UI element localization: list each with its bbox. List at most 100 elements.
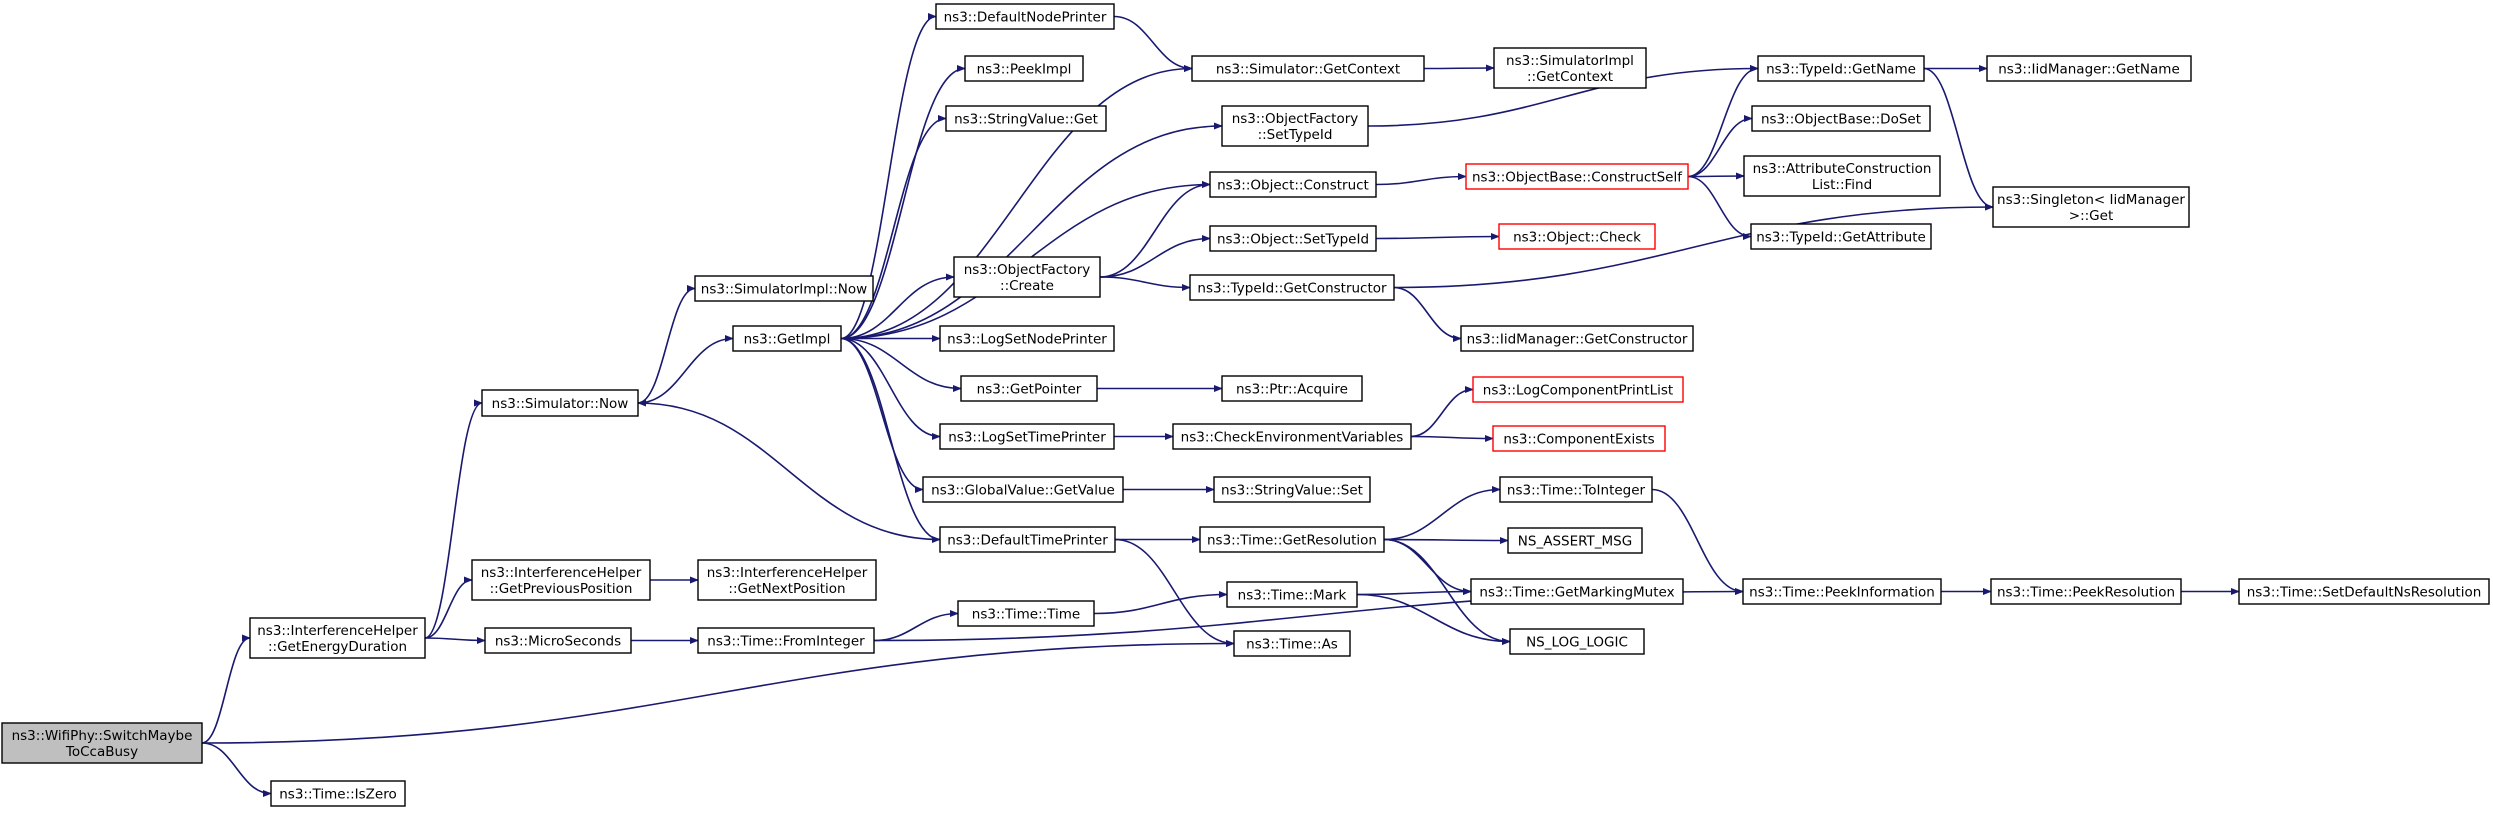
node-label: ns3::Object::Check (1513, 230, 1641, 246)
node-obj-fact-create[interactable]: ns3::ObjectFactory::Create (953, 256, 1101, 298)
node-box (1199, 526, 1385, 553)
edge-getImpl-to-simGetContext (840, 64, 1193, 340)
node-str-val-set[interactable]: ns3::StringValue::Set (1213, 476, 1371, 503)
node-obj-base-construct-self[interactable]: ns3::ObjectBase::ConstructSelf (1465, 163, 1689, 190)
edge-getImpl-to-defNodePrinter (840, 12, 937, 340)
node-get-next-pos[interactable]: ns3::InterferenceHelper::GetNextPosition (697, 559, 877, 601)
node-label: ns3::WifiPhy::SwitchMaybe (12, 728, 193, 744)
node-box (1750, 223, 1932, 250)
edge-checkEnvVars-to-logCompPrintList (1410, 385, 1474, 438)
node-check-env-vars[interactable]: ns3::CheckEnvironmentVariables (1172, 423, 1412, 450)
node-global-val-get[interactable]: ns3::GlobalValue::GetValue (922, 476, 1124, 503)
node-time-peek-res[interactable]: ns3::Time::PeekResolution (1990, 578, 2182, 605)
node-time-get-res[interactable]: ns3::Time::GetResolution (1199, 526, 1385, 553)
node-micro-sec[interactable]: ns3::MicroSeconds (484, 627, 632, 654)
node-label: ::GetContext (1527, 69, 1613, 85)
node-obj-base-do-set[interactable]: ns3::ObjectBase::DoSet (1751, 105, 1931, 132)
node-box (945, 105, 1107, 132)
edge-getImpl-to-objFactSetTypeId (840, 122, 1223, 340)
node-type-id-get-name[interactable]: ns3::TypeId::GetName (1757, 55, 1925, 82)
node-get-impl[interactable]: ns3::GetImpl (732, 325, 842, 352)
node-label: ns3::InterferenceHelper (257, 623, 418, 639)
edge-defNodePrinter-to-simGetContext (1113, 15, 1193, 73)
edge-getImpl-to-peekImpl (840, 64, 966, 340)
node-log-set-node-printer[interactable]: ns3::LogSetNodePrinter (939, 325, 1115, 352)
edge-timeMark-to-nsLogLogic (1356, 593, 1511, 646)
node-comp-exists[interactable]: ns3::ComponentExists (1492, 425, 1666, 452)
node-iid-mgr-get-name[interactable]: ns3::IidManager::GetName (1986, 55, 2192, 82)
node-is-zero[interactable]: ns3::Time::IsZero (270, 780, 406, 807)
node-label: ns3::GetPointer (977, 382, 1082, 398)
node-label: ::GetPreviousPosition (490, 581, 633, 597)
node-box (953, 256, 1101, 298)
node-from-integer[interactable]: ns3::Time::FromInteger (697, 627, 875, 654)
node-ns-assert-msg[interactable]: NS_ASSERT_MSG (1507, 527, 1643, 554)
node-ns-log-logic[interactable]: NS_LOG_LOGIC (1509, 628, 1645, 655)
edge-timeGetRes-to-timeGetMarkingMutex (1383, 538, 1472, 596)
node-get-energy[interactable]: ns3::InterferenceHelper::GetEnergyDurati… (249, 617, 426, 659)
node-box (939, 526, 1116, 553)
node-label: ::GetNextPosition (728, 581, 845, 597)
node-label: ns3::Time::IsZero (279, 787, 397, 803)
node-box (249, 617, 426, 659)
node-log-comp-print-list[interactable]: ns3::LogComponentPrintList (1472, 376, 1684, 403)
edge-defTimePrinter-to-simNow (637, 399, 941, 541)
node-obj-set-type-id[interactable]: ns3::Object::SetTypeId (1209, 225, 1377, 252)
edge-objBaseConstructSelf-to-objBaseDoSet (1687, 114, 1753, 178)
node-time-get-marking-mutex[interactable]: ns3::Time::GetMarkingMutex (1470, 578, 1684, 605)
node-time-time[interactable]: ns3::Time::Time (957, 600, 1095, 627)
node-def-node-printer[interactable]: ns3::DefaultNodePrinter (935, 3, 1115, 30)
node-time-as[interactable]: ns3::Time::As (1233, 630, 1351, 657)
node-box (935, 3, 1115, 30)
node-time-to-integer[interactable]: ns3::Time::ToInteger (1499, 476, 1653, 503)
node-time-peek-info[interactable]: ns3::Time::PeekInformation (1742, 578, 1942, 605)
node-type-id-get-ctor[interactable]: ns3::TypeId::GetConstructor (1189, 274, 1395, 301)
node-label: ns3::Ptr::Acquire (1236, 382, 1348, 398)
node-ptr-acquire[interactable]: ns3::Ptr::Acquire (1221, 375, 1363, 402)
node-iid-mgr-get-ctor[interactable]: ns3::IidManager::GetConstructor (1460, 325, 1694, 352)
node-sim-impl-get-context[interactable]: ns3::SimulatorImpl::GetContext (1493, 47, 1647, 89)
node-type-id-get-attr[interactable]: ns3::TypeId::GetAttribute (1750, 223, 1932, 250)
node-str-val-get[interactable]: ns3::StringValue::Get (945, 105, 1107, 132)
node-label: List::Find (1812, 177, 1872, 193)
node-sim-now[interactable]: ns3::Simulator::Now (481, 389, 639, 417)
node-time-set-def-res[interactable]: ns3::Time::SetDefaultNsResolution (2238, 578, 2490, 605)
node-obj-construct[interactable]: ns3::Object::Construct (1209, 171, 1377, 198)
node-obj-check[interactable]: ns3::Object::Check (1498, 223, 1656, 250)
node-sim-impl-now[interactable]: ns3::SimulatorImpl::Now (694, 275, 874, 302)
node-box (1460, 325, 1694, 352)
node-label: ns3::LogSetTimePrinter (948, 430, 1106, 446)
node-box (1233, 630, 1351, 657)
node-def-time-printer[interactable]: ns3::DefaultTimePrinter (939, 526, 1116, 553)
node-peek-impl[interactable]: ns3::PeekImpl (964, 55, 1084, 82)
node-box (1191, 55, 1425, 82)
node-label: ns3::Object::SetTypeId (1217, 232, 1369, 248)
edge-timeGetRes-to-nsAssertMsg (1383, 536, 1509, 545)
node-sim-get-context[interactable]: ns3::Simulator::GetContext (1191, 55, 1425, 82)
node-singleton-get[interactable]: ns3::Singleton< IidManager >::Get (1992, 186, 2190, 228)
node-label: ::SetTypeId (1258, 127, 1333, 143)
node-box (957, 600, 1095, 627)
node-box (484, 627, 632, 654)
node-label: ::GetEnergyDuration (268, 639, 407, 655)
node-box (1213, 476, 1371, 503)
edge-defTimePrinter-to-timeAs (1114, 538, 1235, 648)
node-label: ns3::StringValue::Get (954, 112, 1098, 128)
node-label: ns3::ObjectBase::ConstructSelf (1472, 170, 1683, 186)
edge-getEnergy-to-simNow (424, 399, 483, 639)
node-time-mark[interactable]: ns3::Time::Mark (1226, 581, 1358, 608)
node-box (1209, 171, 1377, 198)
edge-objBaseConstructSelf-to-attrConstrListFind (1687, 172, 1745, 180)
node-get-pointer[interactable]: ns3::GetPointer (960, 375, 1098, 402)
node-log-set-time-printer[interactable]: ns3::LogSetTimePrinter (939, 423, 1115, 450)
node-box (1226, 581, 1358, 608)
node-box (481, 389, 639, 417)
node-box (1751, 105, 1931, 132)
node-get-prev-pos[interactable]: ns3::InterferenceHelper::GetPreviousPosi… (471, 559, 651, 601)
node-label: ns3::GlobalValue::GetValue (931, 483, 1115, 499)
edge-timeTime-to-timeMark (1093, 590, 1228, 615)
node-obj-fact-set-type-id[interactable]: ns3::ObjectFactory::SetTypeId (1221, 105, 1369, 147)
node-box (694, 275, 874, 302)
